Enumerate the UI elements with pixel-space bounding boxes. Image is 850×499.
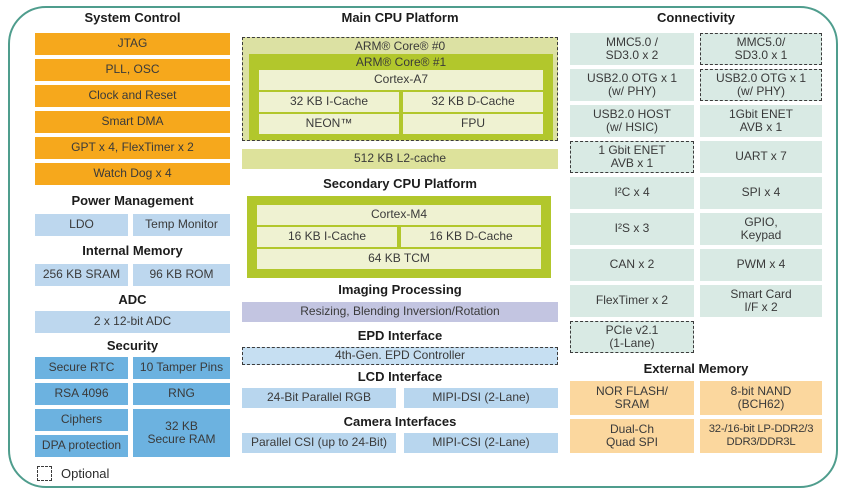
external-memory-blocks: NOR FLASH/ SRAM 8-bit NAND (BCH62) Dual-… <box>570 381 822 453</box>
a7-cache-row: 32 KB I-Cache 32 KB D-Cache <box>259 92 543 112</box>
system-control-blocks: JTAG PLL, OSC Clock and Reset Smart DMA … <box>35 33 230 185</box>
camera-blocks: Parallel CSI (up to 24-Bit) MIPI-CSI (2-… <box>242 433 558 453</box>
block-cortex-a7: Cortex-A7 <box>259 70 543 90</box>
block-neon: NEON™ <box>259 114 399 134</box>
security-blocks: Secure RTC 10 Tamper Pins RSA 4096 RNG C… <box>35 357 230 457</box>
block-m4-dcache: 16 KB D-Cache <box>401 227 541 247</box>
block-smart-card: Smart Card I/F x 2 <box>700 285 822 317</box>
section-title-lcd: LCD Interface <box>357 369 443 384</box>
section-title-epd: EPD Interface <box>357 328 443 343</box>
arm-core0-label: ARM® Core® #0 <box>354 39 446 53</box>
block-mipi-csi: MIPI-CSI (2-Lane) <box>404 433 558 453</box>
block-usb-host: USB2.0 HOST (w/ HSIC) <box>570 105 694 137</box>
block-l2-cache: 512 KB L2-cache <box>242 149 558 169</box>
block-usb-otg-optional: USB2.0 OTG x 1 (w/ PHY) <box>700 69 822 101</box>
connectivity-blocks: MMC5.0 / SD3.0 x 2 MMC5.0/ SD3.0 x 1 USB… <box>570 33 822 353</box>
block-smart-dma: Smart DMA <box>35 111 230 133</box>
block-clock-reset: Clock and Reset <box>35 85 230 107</box>
optional-legend-label: Optional <box>61 466 110 481</box>
block-i2c: I²C x 4 <box>570 177 694 209</box>
block-i2s: I²S x 3 <box>570 213 694 245</box>
block-secure-rtc: Secure RTC <box>35 357 128 379</box>
section-title-security: Security <box>106 338 159 353</box>
block-nand: 8-bit NAND (BCH62) <box>700 381 822 415</box>
block-mipi-dsi: MIPI-DSI (2-Lane) <box>404 388 558 408</box>
middle-column: Main CPU Platform ARM® Core® #0 ARM® Cor… <box>242 10 558 453</box>
internal-memory-blocks: 256 KB SRAM 96 KB ROM <box>35 264 230 286</box>
block-adc: 2 x 12-bit ADC <box>35 311 230 333</box>
m4-cache-row: 16 KB I-Cache 16 KB D-Cache <box>257 227 541 247</box>
block-usb-otg: USB2.0 OTG x 1 (w/ PHY) <box>570 69 694 101</box>
block-temp-monitor: Temp Monitor <box>133 214 230 236</box>
section-title-adc: ADC <box>118 292 147 307</box>
block-enet-avb-optional: 1 Gbit ENET AVB x 1 <box>570 141 694 173</box>
m4-tcm-row: 64 KB TCM <box>257 249 541 269</box>
block-pcie-optional: PCIe v2.1 (1-Lane) <box>570 321 694 353</box>
block-nor-flash: NOR FLASH/ SRAM <box>570 381 694 415</box>
right-column: Connectivity MMC5.0 / SD3.0 x 2 MMC5.0/ … <box>570 10 822 453</box>
block-sram: 256 KB SRAM <box>35 264 128 286</box>
block-a7-dcache: 32 KB D-Cache <box>403 92 543 112</box>
block-enet-avb: 1Gbit ENET AVB x 1 <box>700 105 822 137</box>
block-secure-ram: 32 KB Secure RAM <box>133 409 230 457</box>
block-spi: SPI x 4 <box>700 177 822 209</box>
section-title-internal-memory: Internal Memory <box>82 243 183 258</box>
left-column: System Control JTAG PLL, OSC Clock and R… <box>35 10 230 481</box>
block-mmc-sd-x2: MMC5.0 / SD3.0 x 2 <box>570 33 694 65</box>
section-title-camera: Camera Interfaces <box>343 414 457 429</box>
section-title-power-management: Power Management <box>71 193 194 208</box>
block-ddr: 32-/16-bit LP-DDR2/3 DDR3/DDR3L <box>700 419 822 453</box>
block-parallel-rgb: 24-Bit Parallel RGB <box>242 388 396 408</box>
block-ciphers: Ciphers <box>35 409 128 431</box>
block-cortex-m4: Cortex-M4 <box>257 205 541 225</box>
adc-blocks: 2 x 12-bit ADC <box>35 311 230 333</box>
block-tcm: 64 KB TCM <box>257 249 541 269</box>
optional-legend: Optional <box>37 466 230 481</box>
block-gpio-keypad: GPIO, Keypad <box>700 213 822 245</box>
block-watchdog: Watch Dog x 4 <box>35 163 230 185</box>
block-mmc-sd-x1-optional: MMC5.0/ SD3.0 x 1 <box>700 33 822 65</box>
block-can: CAN x 2 <box>570 249 694 281</box>
block-dpa-protection: DPA protection <box>35 435 128 457</box>
block-parallel-csi: Parallel CSI (up to 24-Bit) <box>242 433 396 453</box>
block-flextimer: FlexTimer x 2 <box>570 285 694 317</box>
block-gpt-flextimer: GPT x 4, FlexTimer x 2 <box>35 137 230 159</box>
block-fpu: FPU <box>403 114 543 134</box>
block-uart: UART x 7 <box>700 141 822 173</box>
cortex-m4-box: Cortex-M4 16 KB I-Cache 16 KB D-Cache 64… <box>247 196 551 278</box>
optional-dashed-box-icon <box>37 466 52 481</box>
block-pll-osc: PLL, OSC <box>35 59 230 81</box>
block-epd-controller: 4th-Gen. EPD Controller <box>242 347 558 365</box>
arm-core1-label: ARM® Core® #1 <box>355 55 447 69</box>
arm-core0-optional-box: ARM® Core® #0 ARM® Core® #1 Cortex-A7 32… <box>242 37 558 141</box>
block-tamper-pins: 10 Tamper Pins <box>133 357 230 379</box>
block-imaging-processing: Resizing, Blending Inversion/Rotation <box>242 302 558 322</box>
block-quad-spi: Dual-Ch Quad SPI <box>570 419 694 453</box>
a7-neon-fpu-row: NEON™ FPU <box>259 114 543 134</box>
section-title-connectivity: Connectivity <box>656 10 735 25</box>
block-rsa: RSA 4096 <box>35 383 128 405</box>
lcd-blocks: 24-Bit Parallel RGB MIPI-DSI (2-Lane) <box>242 388 558 408</box>
arm-core1-box: ARM® Core® #1 Cortex-A7 32 KB I-Cache 32… <box>249 54 553 140</box>
section-title-system-control: System Control <box>84 10 181 25</box>
block-rng: RNG <box>133 383 230 405</box>
power-management-blocks: LDO Temp Monitor <box>35 214 230 236</box>
block-pwm: PWM x 4 <box>700 249 822 281</box>
block-rom: 96 KB ROM <box>133 264 230 286</box>
section-title-imaging: Imaging Processing <box>338 282 462 297</box>
block-m4-icache: 16 KB I-Cache <box>257 227 397 247</box>
section-title-main-cpu: Main CPU Platform <box>341 10 459 25</box>
section-title-external-memory: External Memory <box>643 361 749 376</box>
section-title-secondary-cpu: Secondary CPU Platform <box>323 176 477 191</box>
block-a7-icache: 32 KB I-Cache <box>259 92 399 112</box>
block-jtag: JTAG <box>35 33 230 55</box>
diagram-border <box>8 6 838 488</box>
block-ldo: LDO <box>35 214 128 236</box>
